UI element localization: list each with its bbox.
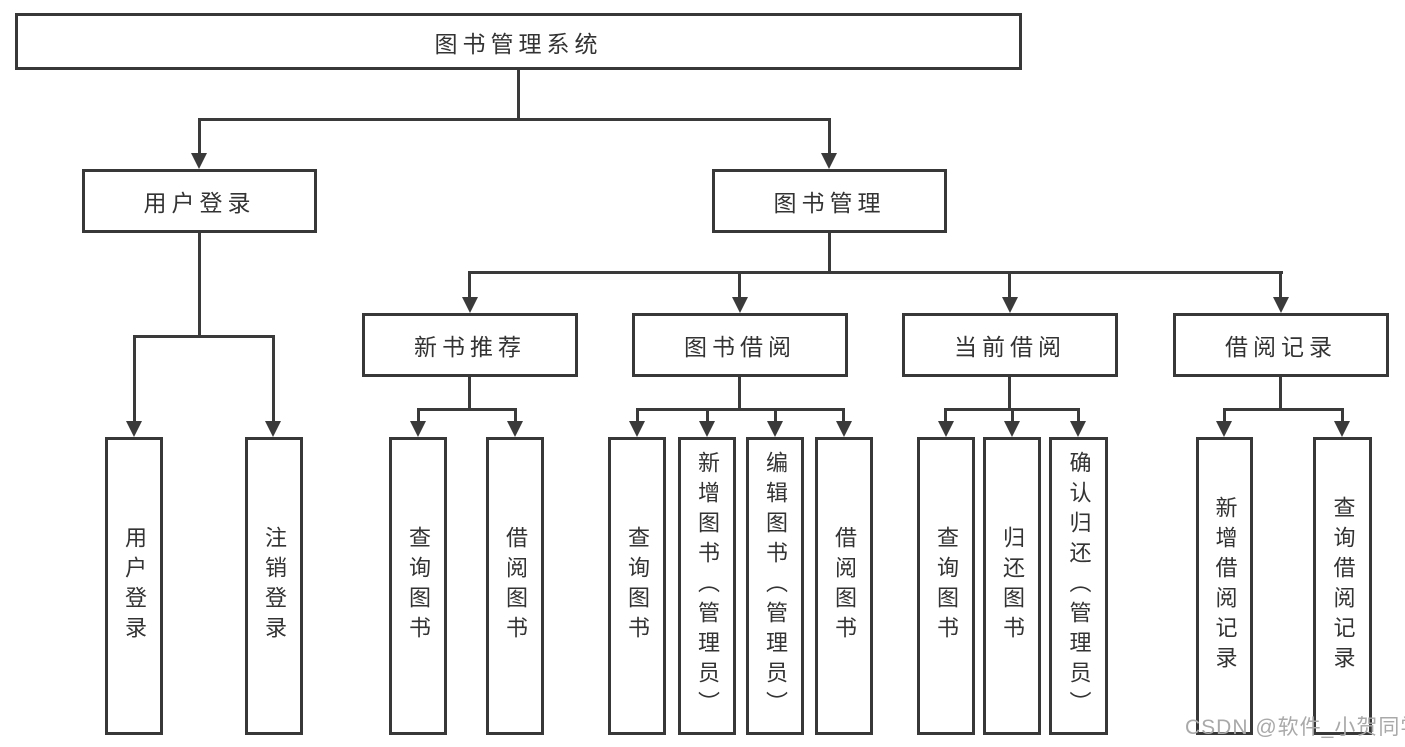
arrowhead-leaf-login (126, 421, 142, 437)
connector-records-rail (1223, 408, 1344, 411)
connector-root-stem (517, 70, 520, 118)
leaf-logout: 注销登录 (245, 437, 303, 735)
connector-to-records (1279, 271, 1282, 299)
connector-borrow-drop-4 (842, 408, 845, 423)
arrowhead-newbook-leaf-1 (410, 421, 426, 437)
connector-records-drop-1 (1223, 408, 1226, 423)
arrowhead-borrow-leaf-2 (699, 421, 715, 437)
leaf-records-query-record: 查询借阅记录 (1313, 437, 1372, 735)
node-book-management: 图书管理 (712, 169, 947, 233)
arrowhead-current-leaf-2 (1004, 421, 1020, 437)
connector-borrow-rail (636, 408, 845, 411)
connector-newbook-rail (417, 408, 517, 411)
connector-newbook-drop-2 (514, 408, 517, 423)
leaf-current-return-books: 归还图书 (983, 437, 1041, 735)
arrowhead-current-leaf-3 (1070, 421, 1086, 437)
connector-borrow-drop-1 (636, 408, 639, 423)
connector-to-leaf-login (133, 335, 136, 423)
connector-to-new-book (468, 271, 471, 299)
arrowhead-newbook-leaf-2 (507, 421, 523, 437)
leaf-borrow-query-books: 查询图书 (608, 437, 666, 735)
connector-to-leaf-logout (272, 335, 275, 423)
arrowhead-book-management (821, 153, 837, 169)
arrowhead-borrow-leaf-4 (836, 421, 852, 437)
connector-current-drop-2 (1011, 408, 1014, 423)
csdn-watermark: CSDN @软件_小贺同学 (1185, 716, 1405, 739)
connector-borrow-drop-2 (706, 408, 709, 423)
arrowhead-borrow-leaf-3 (767, 421, 783, 437)
connector-login-stem (198, 233, 201, 335)
connector-current-drop-1 (944, 408, 947, 423)
connector-records-drop-2 (1341, 408, 1344, 423)
connector-borrow-drop-3 (774, 408, 777, 423)
leaf-newbook-query-books: 查询图书 (389, 437, 447, 735)
node-book-borrowing: 图书借阅 (632, 313, 848, 377)
connector-current-drop-3 (1077, 408, 1080, 423)
leaf-borrow-add-books-admin: 新增图书（管理员） (678, 437, 736, 735)
node-current-borrowing: 当前借阅 (902, 313, 1118, 377)
leaf-newbook-borrow-books: 借阅图书 (486, 437, 544, 735)
node-borrowing-records: 借阅记录 (1173, 313, 1389, 377)
leaf-current-query-books: 查询图书 (917, 437, 975, 735)
arrowhead-current-leaf-1 (938, 421, 954, 437)
arrowhead-user-login (191, 153, 207, 169)
arrowhead-records-leaf-1 (1216, 421, 1232, 437)
connector-to-borrowing (738, 271, 741, 299)
arrowhead-current (1002, 297, 1018, 313)
arrowhead-borrow-leaf-1 (629, 421, 645, 437)
connector-to-user-login (198, 118, 201, 154)
connector-newbook-stem (468, 377, 471, 408)
node-library-management-system: 图书管理系统 (15, 13, 1022, 70)
connector-to-book-management (828, 118, 831, 154)
leaf-current-confirm-return-admin: 确认归还（管理员） (1049, 437, 1108, 735)
node-new-book-recommendation: 新书推荐 (362, 313, 578, 377)
arrowhead-records (1273, 297, 1289, 313)
connector-newbook-drop-1 (417, 408, 420, 423)
connector-bookmgmt-rail (469, 271, 1283, 274)
connector-records-stem (1279, 377, 1282, 408)
connector-bookmgmt-stem (828, 233, 831, 271)
arrowhead-records-leaf-2 (1334, 421, 1350, 437)
connector-login-rail (133, 335, 275, 338)
leaf-user-login: 用户登录 (105, 437, 163, 735)
connector-borrow-stem (738, 377, 741, 408)
node-user-login-group: 用户登录 (82, 169, 317, 233)
leaf-borrow-edit-books-admin: 编辑图书（管理员） (746, 437, 804, 735)
arrowhead-leaf-logout (265, 421, 281, 437)
connector-to-current (1008, 271, 1011, 299)
connector-root-rail (198, 118, 831, 121)
leaf-borrow-borrow-books: 借阅图书 (815, 437, 873, 735)
arrowhead-new-book (462, 297, 478, 313)
arrowhead-borrowing (732, 297, 748, 313)
leaf-records-add-record: 新增借阅记录 (1196, 437, 1253, 735)
connector-current-stem (1008, 377, 1011, 408)
